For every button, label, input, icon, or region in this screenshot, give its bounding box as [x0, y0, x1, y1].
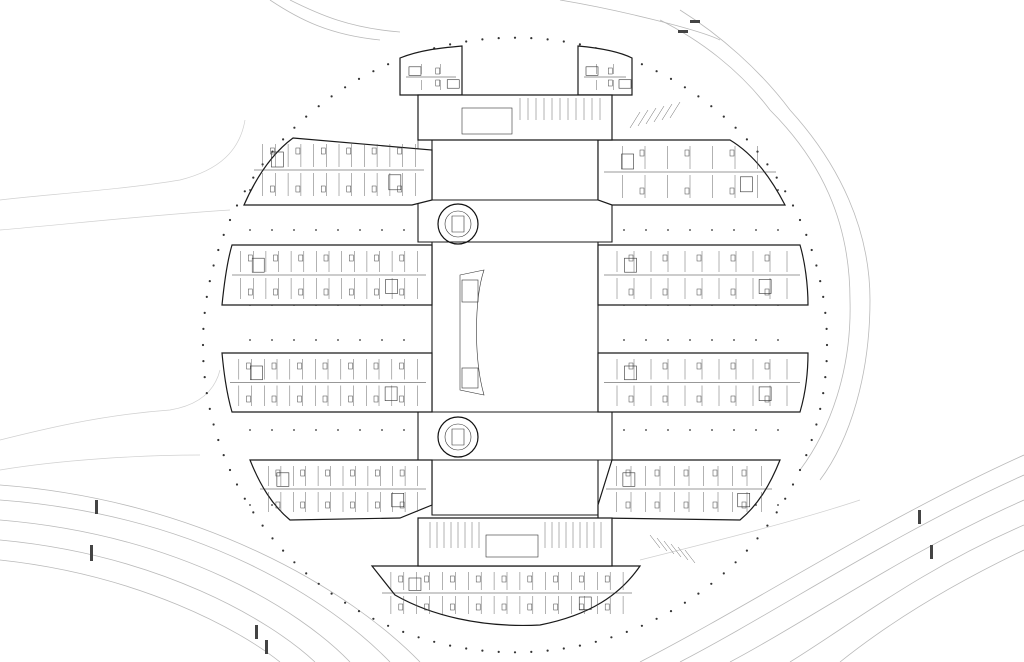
stair-core-south — [437, 416, 479, 458]
entry-ramp-northeast — [629, 101, 681, 129]
wing-right-4 — [597, 459, 781, 521]
wing-left-1 — [243, 137, 433, 206]
wing-right-1 — [597, 139, 786, 206]
wing-left-4 — [249, 459, 433, 521]
central-atrium-spine — [417, 139, 613, 516]
stair-core-north — [437, 203, 479, 245]
wing-north-left-tower — [399, 45, 463, 96]
wing-right-3 — [597, 352, 809, 413]
wing-south-block — [370, 565, 642, 627]
north-connector — [417, 94, 613, 141]
wing-left-2 — [221, 244, 433, 306]
wing-north-right-tower — [577, 45, 633, 96]
entry-ramp-southeast — [649, 534, 696, 564]
wing-right-2 — [597, 244, 809, 306]
wing-left-3 — [221, 352, 433, 413]
south-connector — [417, 517, 613, 567]
wings-group — [221, 45, 809, 627]
